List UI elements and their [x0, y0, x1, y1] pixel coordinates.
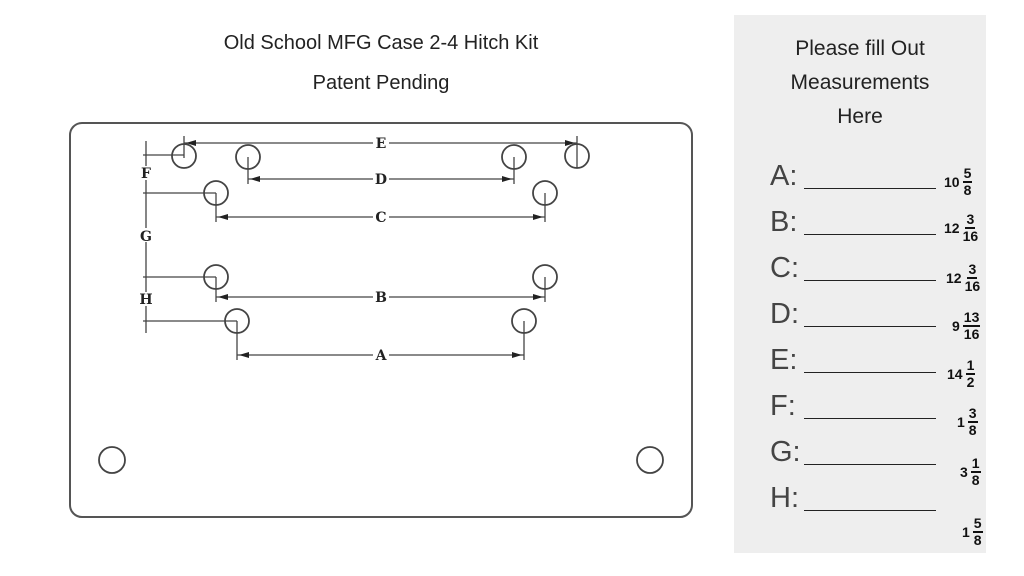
measurement-blank-line — [804, 188, 936, 189]
hitch-plate-diagram: E D C B A F G H — [69, 122, 693, 518]
value-fraction: 5 8 — [962, 165, 973, 198]
fraction-numerator: 5 — [972, 515, 983, 533]
value-whole: 14 — [947, 366, 963, 382]
measurement-value: 9 13 16 — [952, 309, 981, 342]
dim-label-a: A — [375, 348, 388, 364]
measurement-label: D: — [770, 298, 799, 330]
fraction-denominator: 2 — [966, 374, 975, 390]
dim-label-c: C — [375, 210, 386, 226]
value-fraction: 13 16 — [962, 309, 981, 342]
measurement-blank-line — [804, 418, 936, 419]
value-whole: 1 — [957, 414, 965, 430]
measurement-row: B: 12 3 16 — [734, 206, 986, 250]
measurement-label: C: — [770, 252, 799, 284]
mount-hole-right — [636, 446, 664, 474]
diagram-title: Old School MFG Case 2-4 Hitch Kit — [223, 32, 539, 54]
value-whole: 3 — [960, 464, 968, 480]
measurement-row: H: 1 5 8 — [734, 482, 986, 548]
arrowheads — [186, 140, 575, 358]
value-fraction: 3 16 — [963, 212, 979, 244]
measurement-value: 3 1 8 — [960, 456, 981, 488]
measurement-blank-line — [804, 510, 936, 511]
value-fraction: 5 8 — [972, 515, 983, 548]
value-whole: 12 — [946, 270, 962, 286]
measurement-label: F: — [770, 390, 796, 422]
fraction-numerator: 3 — [967, 405, 978, 423]
fraction-numerator: 1 — [970, 455, 981, 473]
mount-hole-left — [98, 446, 126, 474]
measurement-row: D: 9 13 16 — [734, 298, 986, 342]
panel-title-line-2: Measurements — [790, 71, 930, 94]
measurements-panel: Please fill Out Measurements Here A: 10 … — [734, 15, 986, 553]
fraction-denominator: 16 — [964, 278, 981, 294]
fraction-numerator: 13 — [962, 309, 981, 327]
measurement-label: G: — [770, 436, 801, 468]
value-fraction: 1 2 — [965, 357, 976, 390]
value-whole: 9 — [952, 318, 960, 334]
dim-label-g: G — [140, 229, 152, 245]
measurement-row: G: 3 1 8 — [734, 436, 986, 488]
measurement-value: 1 3 8 — [957, 406, 978, 438]
fraction-numerator: 3 — [965, 211, 976, 229]
plate-outline — [69, 122, 693, 518]
fraction-denominator: 16 — [962, 228, 979, 244]
value-fraction: 3 8 — [967, 405, 978, 438]
value-fraction: 3 16 — [965, 262, 981, 294]
measurement-row: E: 14 1 2 — [734, 344, 986, 390]
fraction-numerator: 5 — [962, 165, 973, 183]
diagram-subtitle: Patent Pending — [312, 72, 450, 94]
dim-label-b: B — [375, 290, 387, 306]
measurement-blank-line — [804, 326, 936, 327]
measurement-blank-line — [804, 464, 936, 465]
fraction-denominator: 8 — [968, 422, 977, 438]
value-whole: 1 — [962, 524, 970, 540]
fraction-denominator: 8 — [973, 532, 982, 548]
measurement-blank-line — [804, 234, 936, 235]
value-whole: 12 — [944, 220, 960, 236]
measurement-label: A: — [770, 160, 798, 192]
value-fraction: 1 8 — [970, 455, 981, 488]
fraction-numerator: 3 — [967, 261, 978, 279]
measurement-label: H: — [770, 482, 799, 514]
dim-label-f: F — [141, 166, 151, 182]
measurement-row: C: 12 3 16 — [734, 252, 986, 296]
fraction-numerator: 1 — [965, 357, 976, 375]
measurement-blank-line — [804, 280, 936, 281]
measurement-value: 12 3 16 — [946, 262, 980, 294]
dim-label-e: E — [376, 136, 387, 152]
measurement-value: 10 5 8 — [944, 165, 973, 198]
panel-title-line-1: Please fill Out — [795, 37, 925, 60]
measurement-row: F: 1 3 8 — [734, 390, 986, 438]
measurement-label: B: — [770, 206, 798, 238]
dim-label-h: H — [139, 292, 152, 308]
fraction-denominator: 16 — [963, 326, 980, 342]
measurement-value: 12 3 16 — [944, 212, 978, 244]
dim-label-d: D — [375, 172, 387, 188]
panel-title-line-3: Here — [837, 105, 883, 128]
measurement-label: E: — [770, 344, 798, 376]
fraction-denominator: 8 — [963, 182, 972, 198]
measurement-blank-line — [804, 372, 936, 373]
measurement-value: 14 1 2 — [947, 357, 976, 390]
measurement-row: A: 10 5 8 — [734, 160, 986, 204]
fraction-denominator: 8 — [971, 472, 980, 488]
value-whole: 10 — [944, 174, 960, 190]
measurement-value: 1 5 8 — [962, 516, 983, 548]
